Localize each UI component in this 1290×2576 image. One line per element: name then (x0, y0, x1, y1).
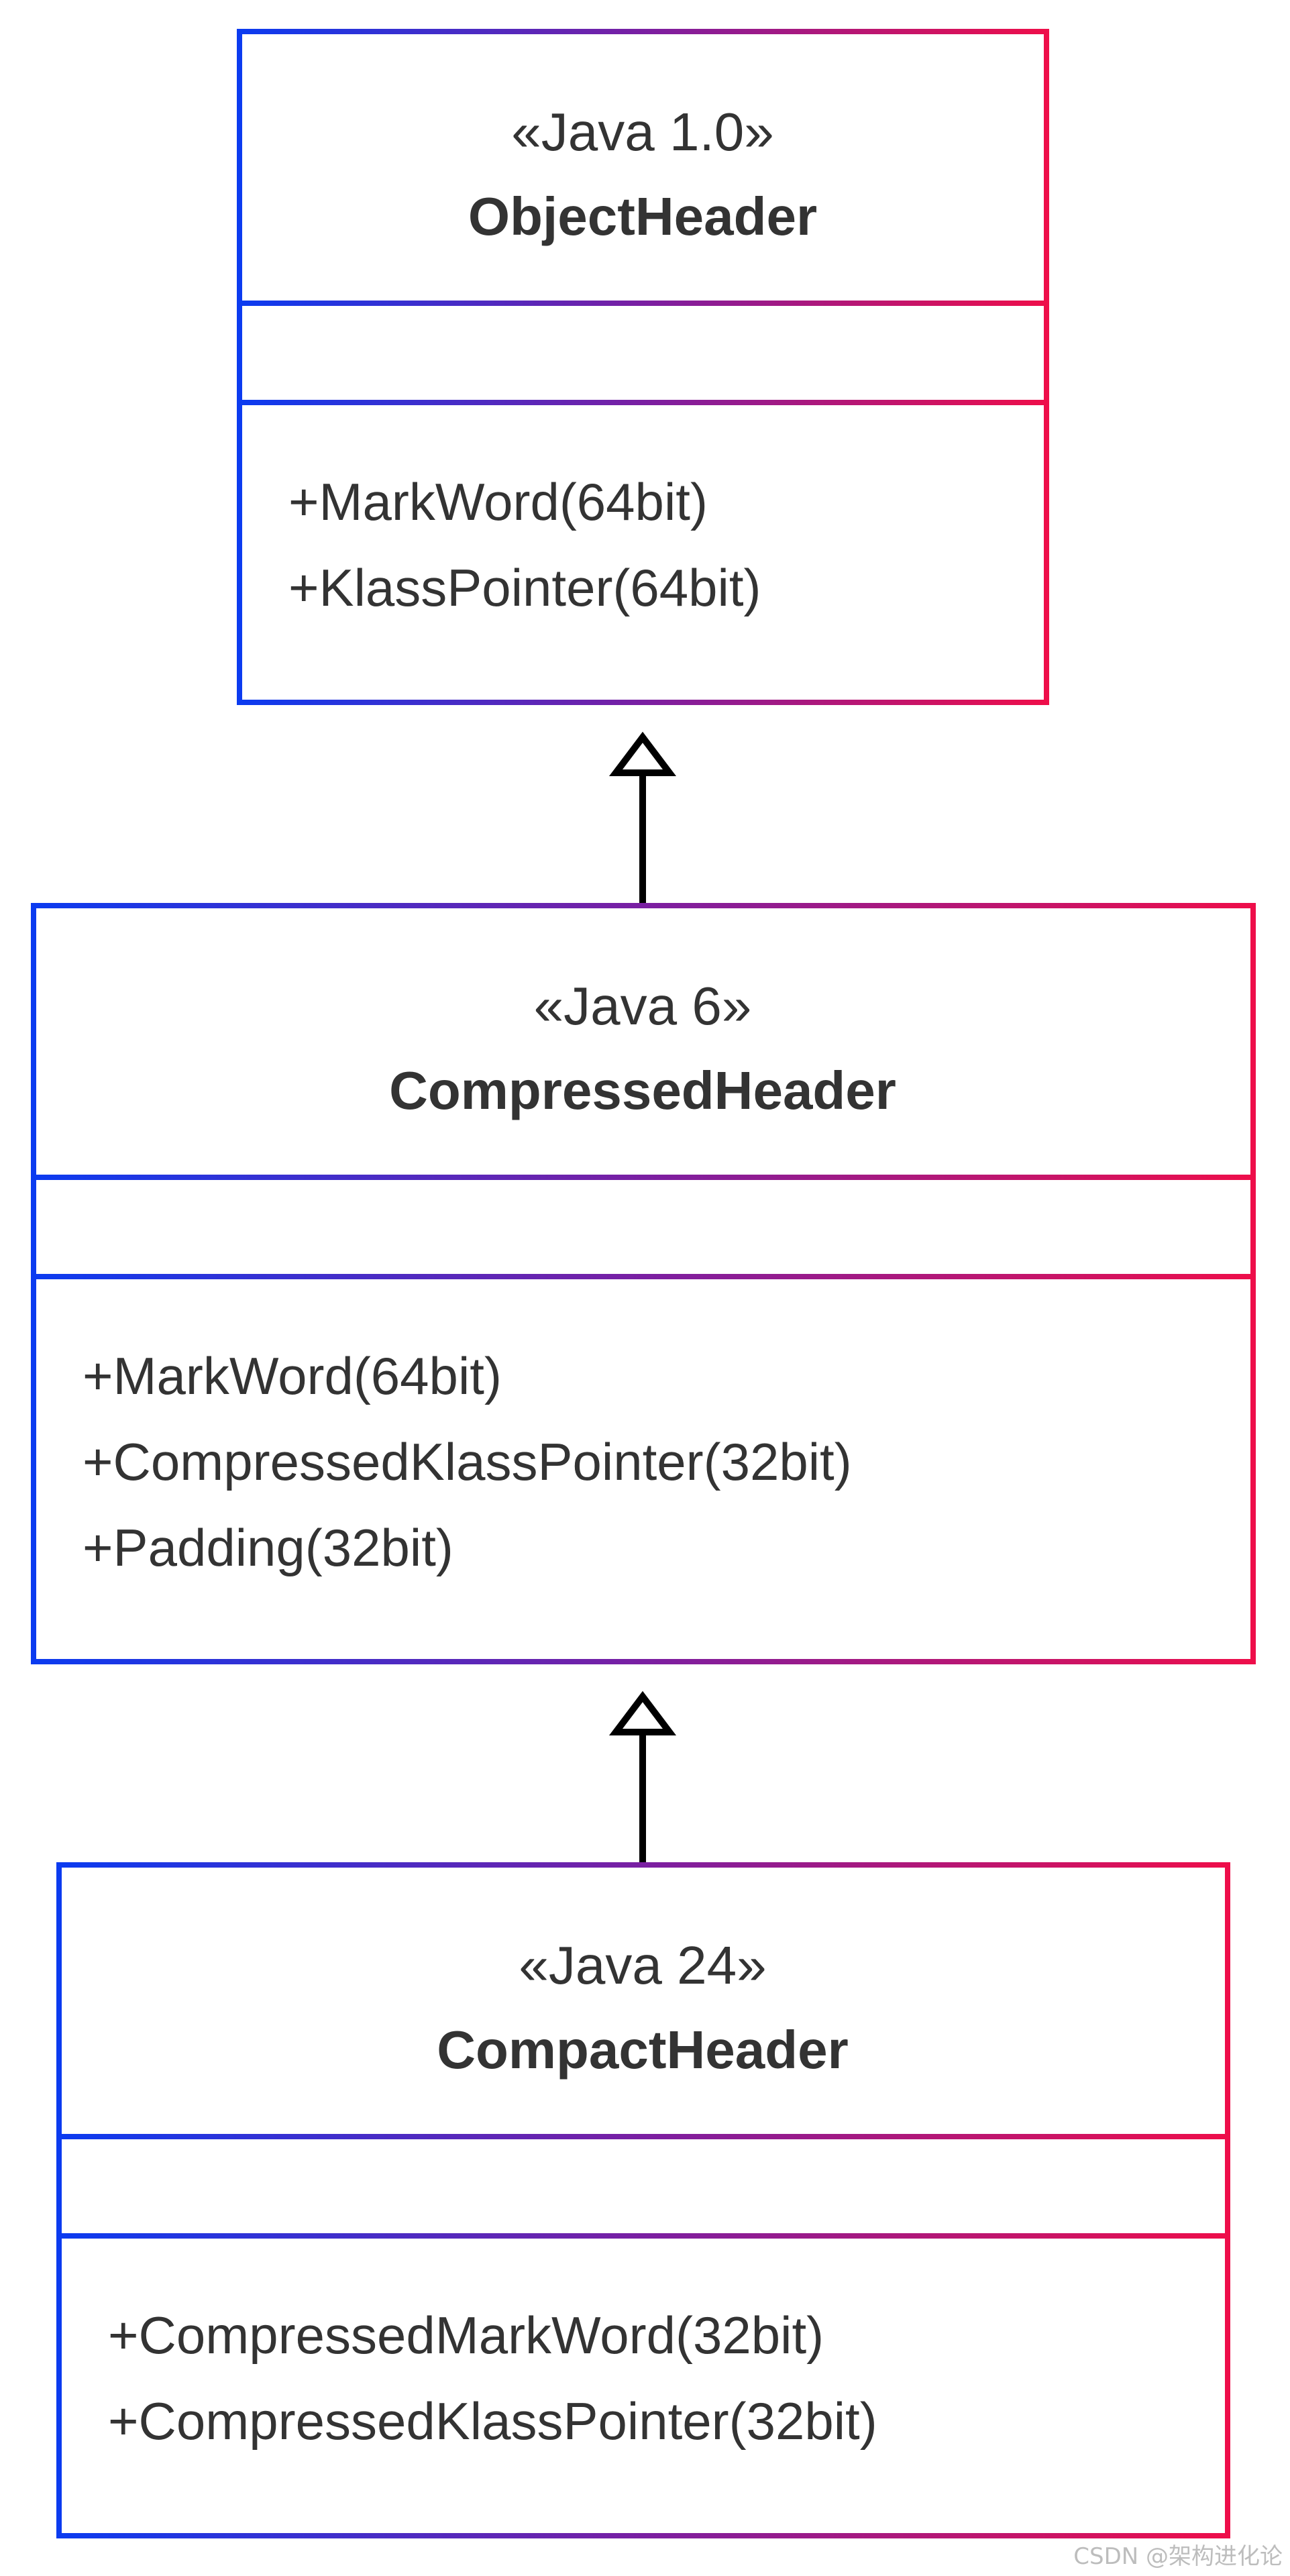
inheritance-arrow (608, 1690, 677, 1863)
class-stereotype: «Java 24» (519, 1935, 766, 1995)
class-attribute: +MarkWord(64bit) (288, 472, 708, 531)
class-attribute: +KlassPointer(64bit) (288, 558, 761, 617)
class-attribute: +MarkWord(64bit) (83, 1346, 502, 1405)
class-box-border (237, 29, 1049, 705)
watermark-text: CSDN @架构进化论 (1073, 2543, 1283, 2570)
class-stereotype: «Java 1.0» (511, 102, 773, 162)
class-box-border (31, 903, 1256, 1664)
arrow-head-triangle (608, 1690, 677, 1735)
class-stereotype: «Java 6» (534, 976, 752, 1036)
class-name: CompactHeader (437, 2020, 849, 2080)
class-box-compact-header: «Java 24» CompactHeader +CompressedMarkW… (56, 1862, 1230, 2538)
class-box-border (56, 1862, 1230, 2538)
class-name: ObjectHeader (468, 186, 817, 246)
class-attribute: +CompressedMarkWord(32bit) (108, 2306, 824, 2365)
class-box-compressed-header: «Java 6» CompressedHeader +MarkWord(64bi… (31, 903, 1256, 1664)
arrow-head-triangle (608, 731, 677, 776)
class-attribute: +CompressedKlassPointer(32bit) (83, 1432, 852, 1491)
class-attribute: +CompressedKlassPointer(32bit) (108, 2392, 877, 2451)
inheritance-arrow (608, 731, 677, 904)
class-name: CompressedHeader (389, 1061, 896, 1120)
class-attribute: +Padding(32bit) (83, 1518, 453, 1577)
class-box-object-header: «Java 1.0» ObjectHeader +MarkWord(64bit)… (237, 29, 1049, 705)
